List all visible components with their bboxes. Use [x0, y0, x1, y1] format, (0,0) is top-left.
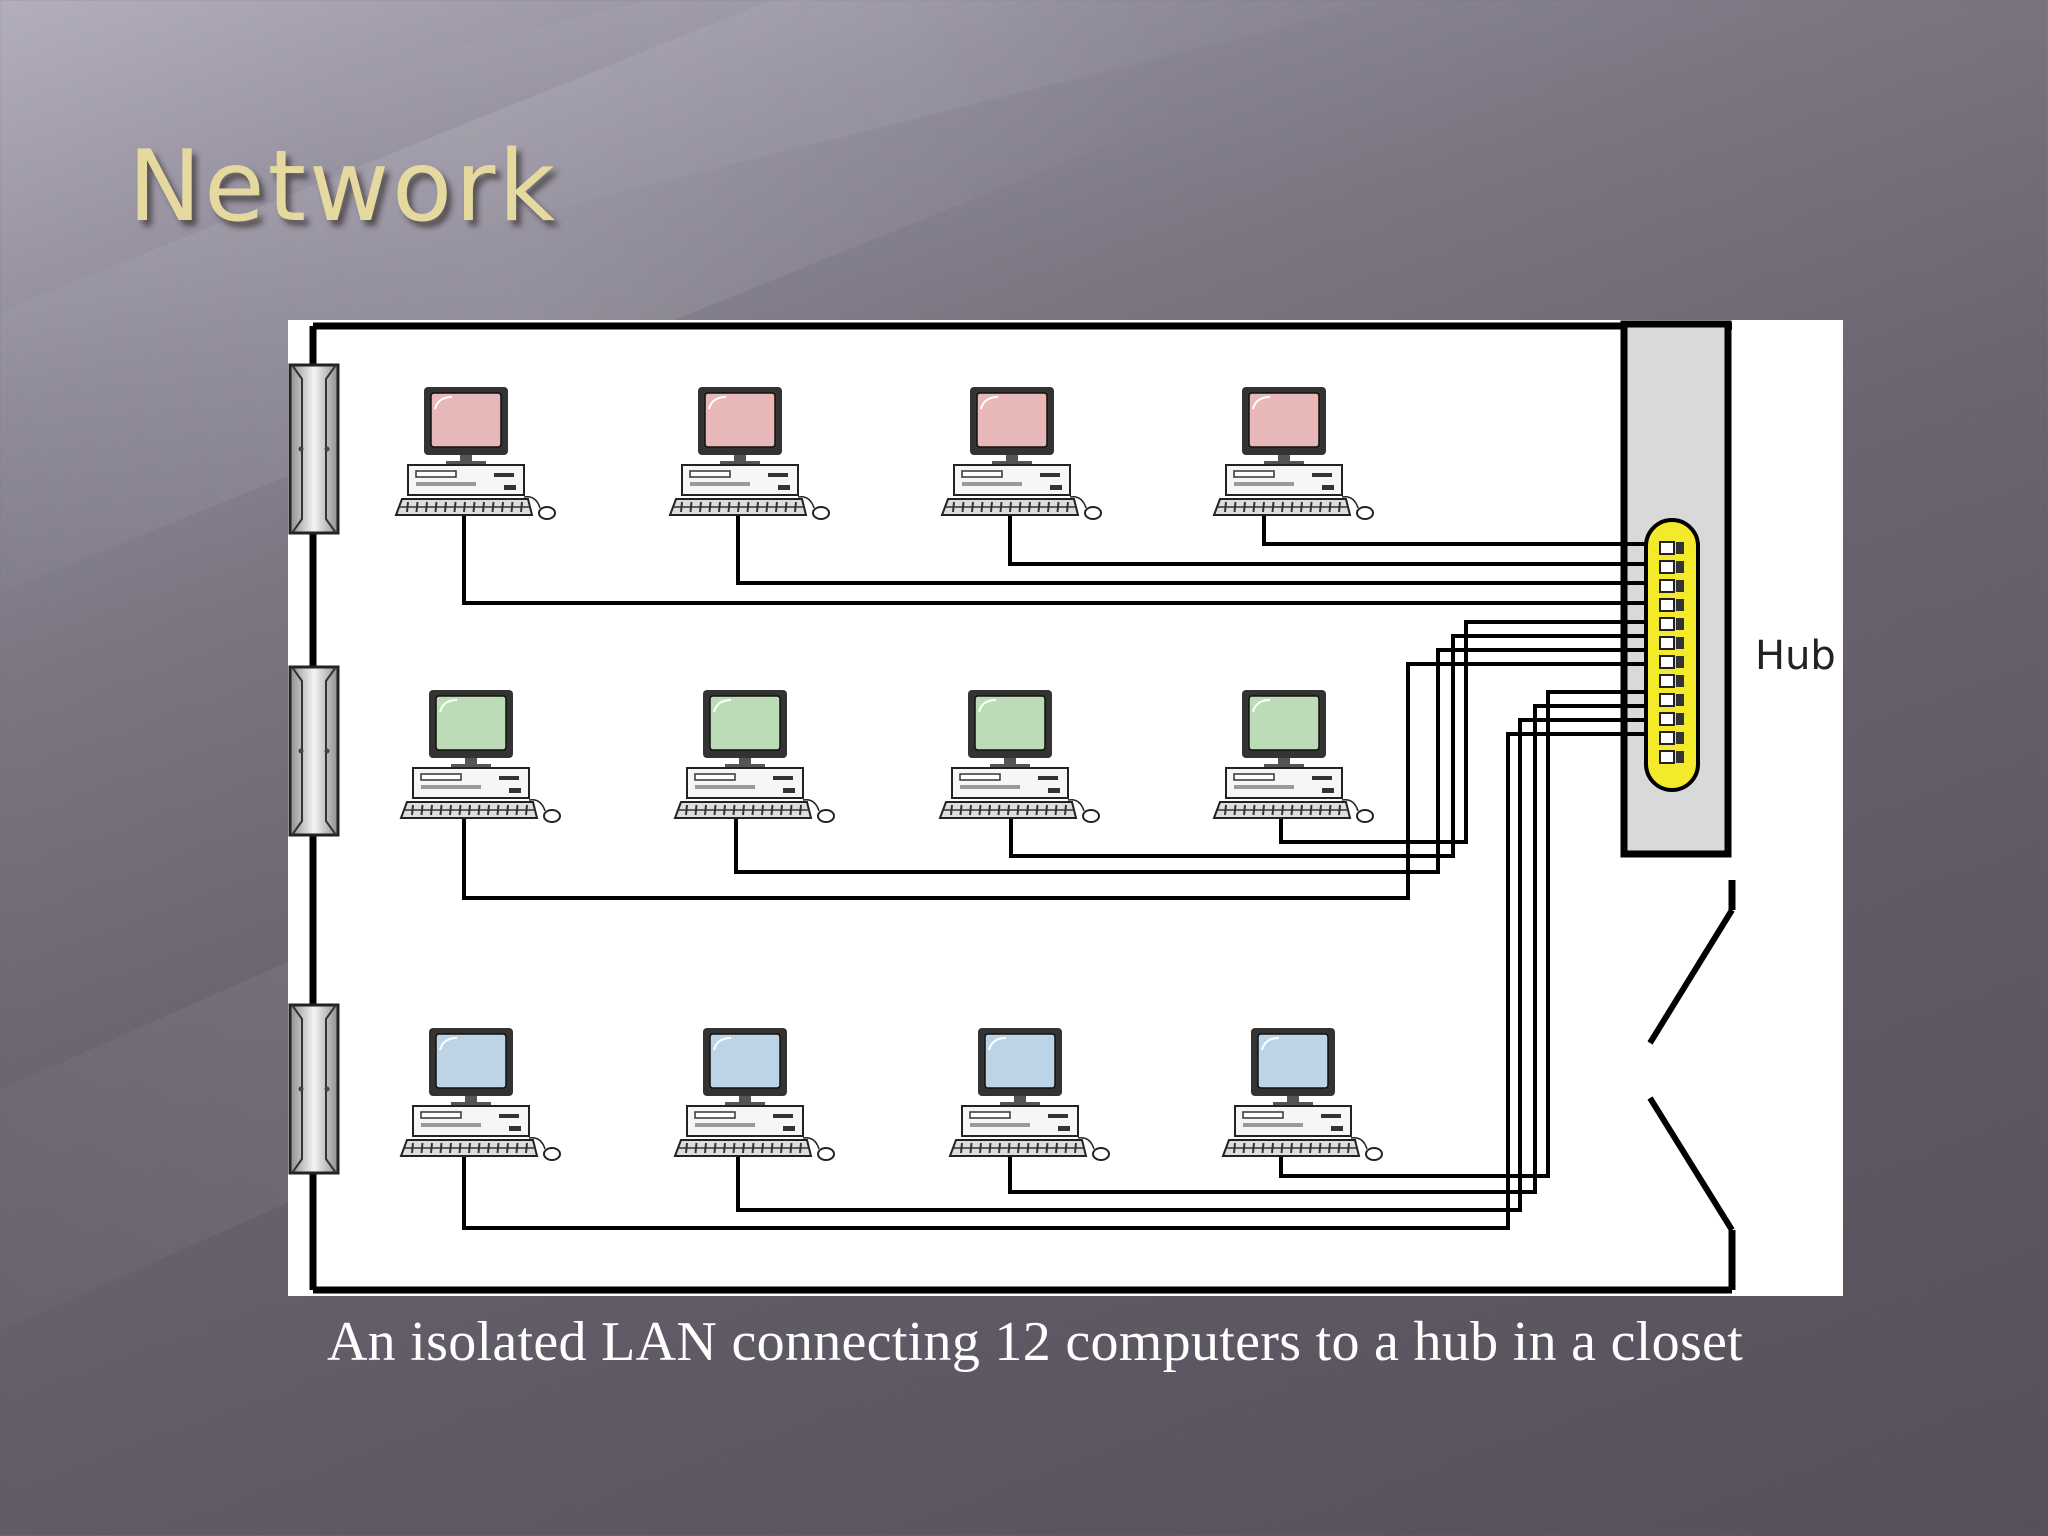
computer-icon	[673, 690, 835, 823]
network-cable	[1279, 620, 1646, 844]
computer-icon	[940, 387, 1102, 520]
slide-caption: An isolated LAN connecting 12 computers …	[326, 1311, 1744, 1373]
computer-icon	[948, 1028, 1110, 1161]
network-cable	[462, 662, 1646, 900]
door-icon	[1647, 908, 1735, 1232]
hub-icon	[1644, 518, 1700, 792]
network-cable	[1262, 515, 1646, 546]
network-cable	[736, 515, 1646, 585]
computer-icon	[1212, 387, 1374, 520]
computer-icon	[394, 387, 556, 520]
network-cable	[462, 732, 1646, 1230]
network-cable	[1009, 634, 1646, 858]
network-cable	[1279, 690, 1646, 1178]
computer-icon	[1221, 1028, 1383, 1161]
computer-icon	[668, 387, 830, 520]
computer-icon	[399, 690, 561, 823]
computer-icon	[938, 690, 1100, 823]
network-diagram: Hub	[288, 320, 1843, 1296]
computer-icon	[1212, 690, 1374, 823]
window-icon	[288, 1003, 340, 1175]
slide-title: Network	[128, 130, 559, 244]
computer-icon	[673, 1028, 835, 1161]
window-icon	[288, 665, 340, 837]
computer-icon	[399, 1028, 561, 1161]
network-cable	[1008, 515, 1646, 566]
network-cable	[462, 515, 1646, 605]
network-diagram-svg: Hub	[288, 320, 1836, 1294]
network-cable	[734, 648, 1646, 874]
window-icon	[288, 363, 340, 535]
network-cable	[736, 718, 1646, 1212]
network-cable	[1008, 704, 1646, 1194]
hub-label: Hub	[1755, 633, 1836, 679]
